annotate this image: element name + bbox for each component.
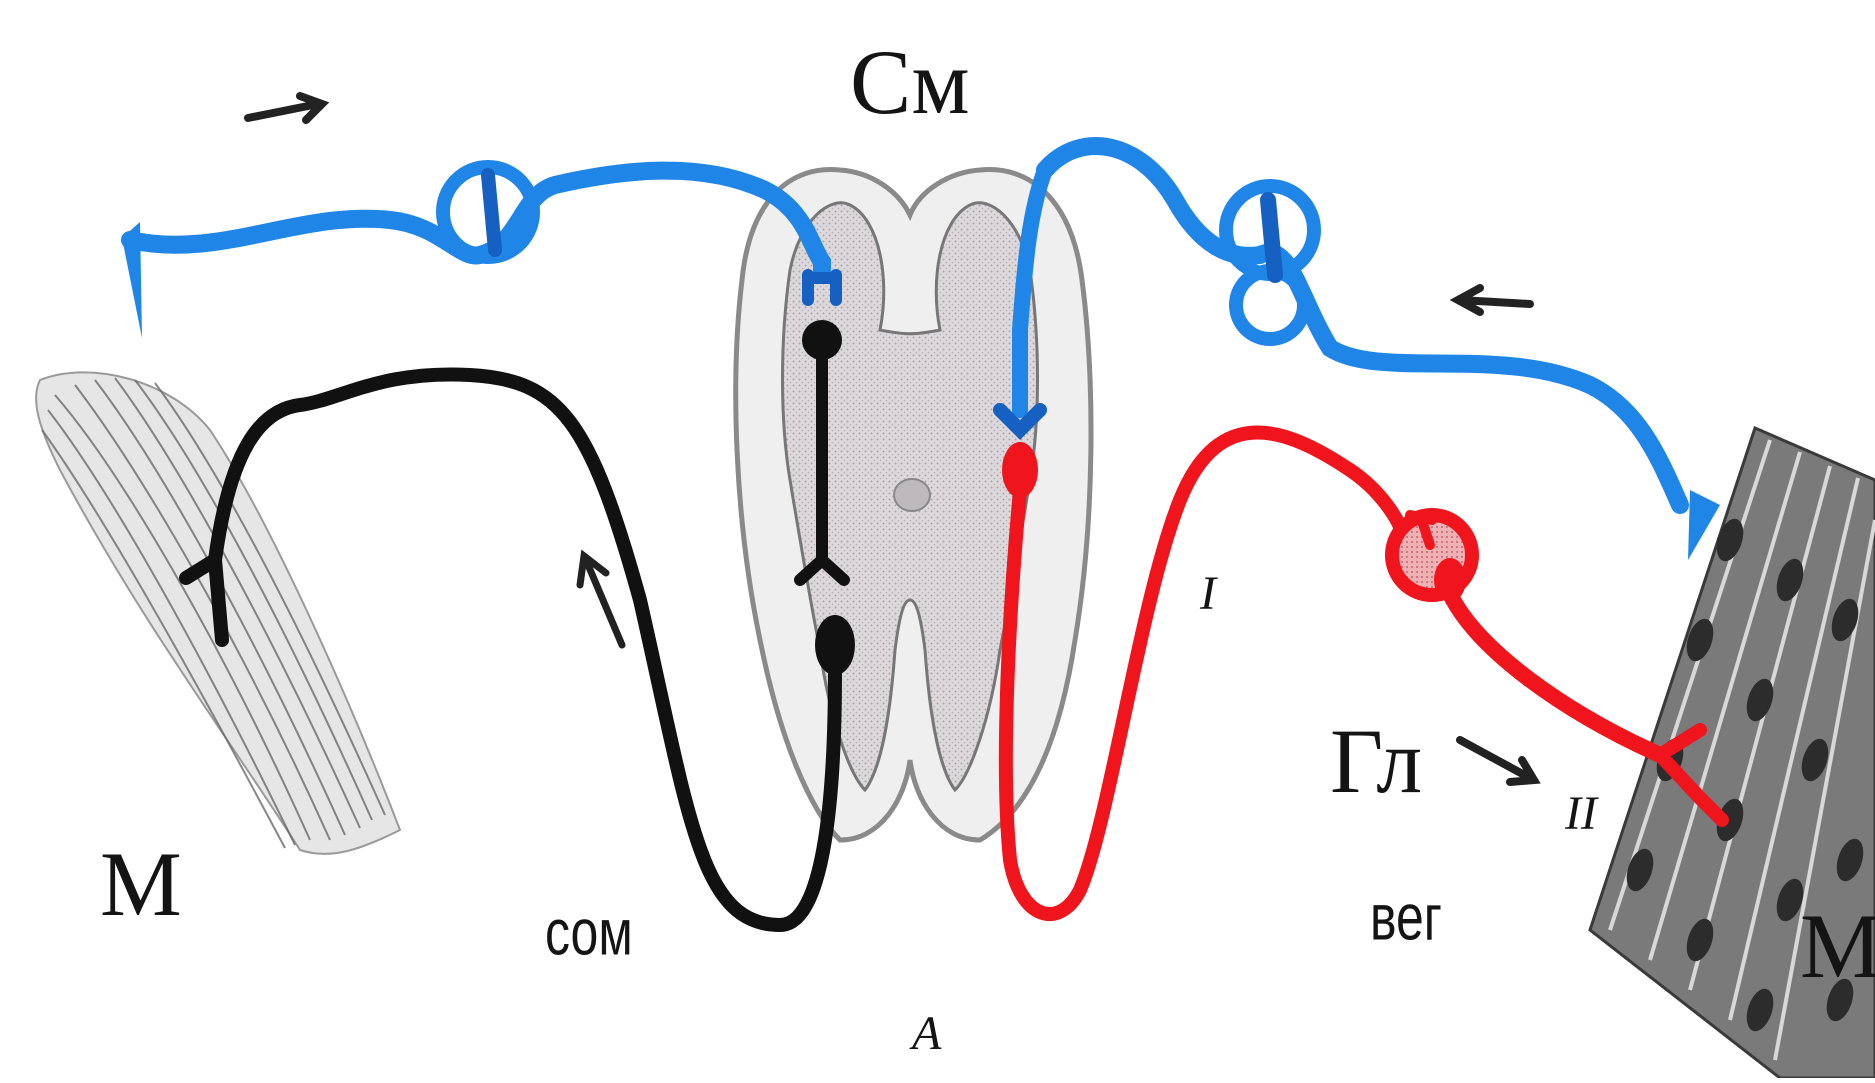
- right-muscle-label: М: [1800, 895, 1875, 997]
- somatic-label: сом: [545, 896, 633, 969]
- smooth-muscle-right: [1588, 425, 1875, 1080]
- neuron-two-label: II: [1565, 787, 1597, 840]
- afferent-pathway-left: [121, 92, 842, 338]
- afferent-pathway-right: [993, 137, 1720, 560]
- autonomic-efferent-pathway: [998, 425, 1729, 921]
- vegetative-label: вег: [1370, 881, 1443, 954]
- left-muscle-label: М: [100, 833, 182, 935]
- spinal-cord-section: [733, 167, 1094, 843]
- somatic-efferent-pathway: [179, 320, 855, 933]
- neuron-one-label: I: [1200, 567, 1216, 620]
- spinal-cord-label: См: [850, 31, 970, 133]
- panel-label: A: [912, 1007, 942, 1060]
- ganglion-label: Гл: [1330, 710, 1423, 812]
